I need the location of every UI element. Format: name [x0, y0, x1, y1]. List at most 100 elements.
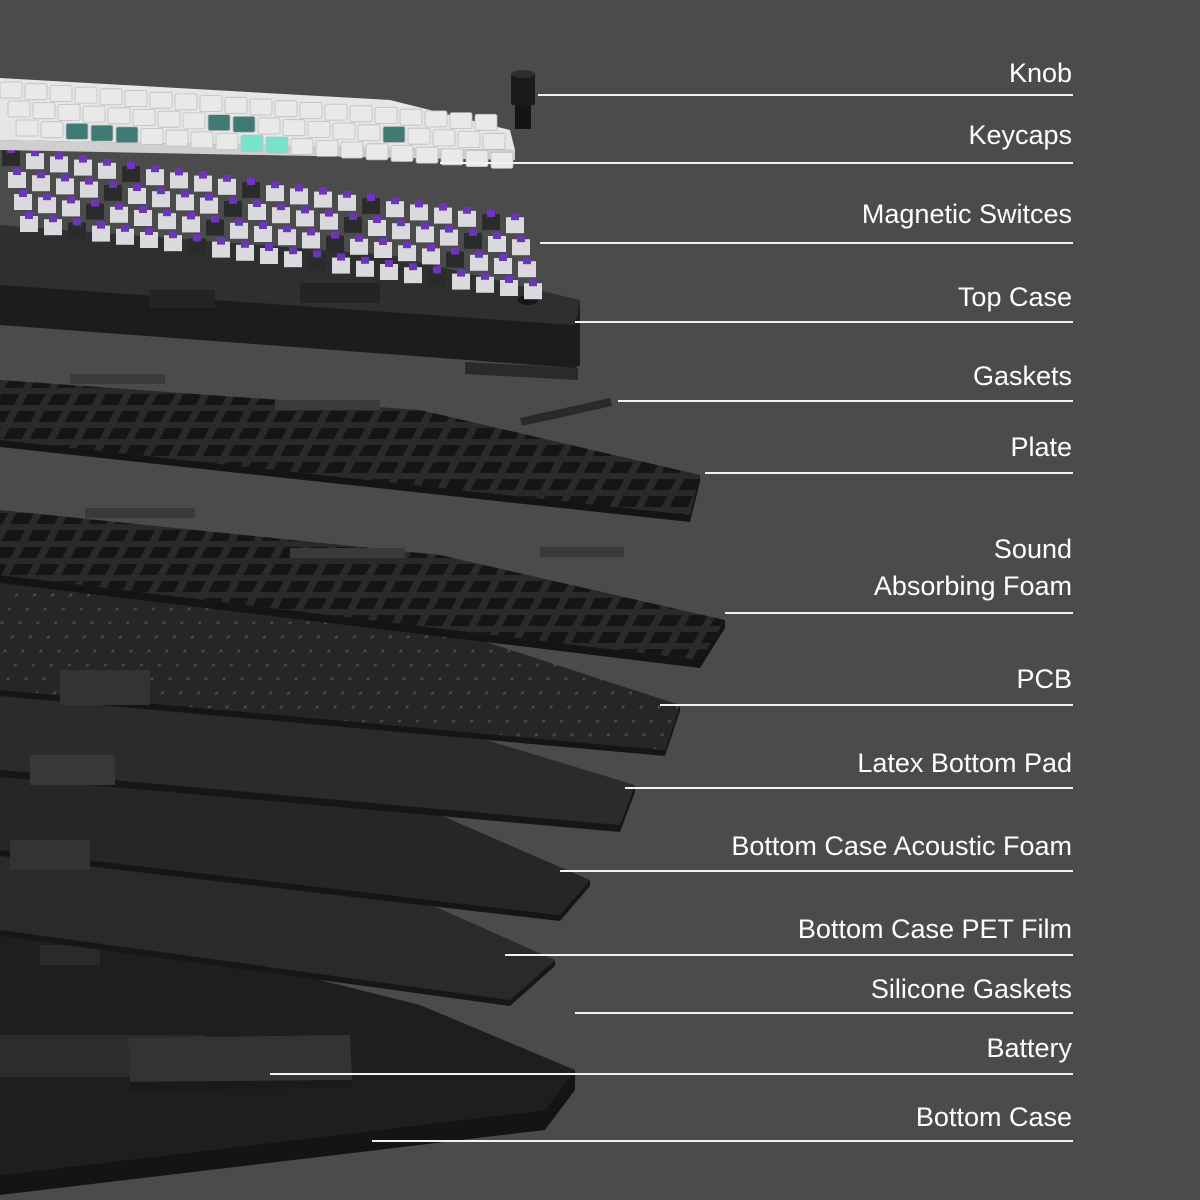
pet-film-label: Bottom Case PET Film	[798, 910, 1072, 948]
battery-component	[128, 1035, 352, 1090]
switch-stem	[157, 187, 165, 194]
keycap	[158, 111, 180, 127]
keycap	[300, 102, 322, 118]
keycap	[58, 104, 80, 120]
switch-stem	[445, 226, 453, 233]
switch-stem	[529, 279, 537, 286]
battery-leader-line	[270, 1073, 1073, 1075]
switch-stem	[187, 212, 195, 219]
keycaps-label: Keycaps	[968, 116, 1072, 154]
keycap	[208, 115, 230, 131]
keycap	[366, 144, 388, 160]
switch-stem	[349, 213, 357, 220]
keycap	[241, 135, 263, 151]
keycap	[150, 92, 172, 108]
switch-stem	[487, 210, 495, 217]
keycap	[333, 123, 355, 139]
switch-stem	[403, 241, 411, 248]
switch-stem	[211, 216, 219, 223]
keycap	[91, 125, 113, 141]
switch-stem	[409, 263, 417, 270]
keycap	[41, 122, 63, 138]
switch-stem	[373, 216, 381, 223]
switch-stem	[469, 229, 477, 236]
switch-stem	[67, 196, 75, 203]
acoustic-foam-label: Bottom Case Acoustic Foam	[731, 827, 1072, 865]
switch-stem	[73, 218, 81, 225]
keycap	[216, 134, 238, 150]
switch-stem	[307, 228, 315, 235]
switch-stem	[175, 168, 183, 175]
keycap	[491, 152, 513, 168]
keycap	[283, 120, 305, 136]
foam-label-line2: Absorbing Foam	[874, 567, 1072, 605]
switch-stem	[241, 241, 249, 248]
keycap	[400, 109, 422, 125]
keycap	[75, 87, 97, 103]
switch-stem	[25, 212, 33, 219]
switch-stem	[103, 159, 111, 166]
keycap	[483, 133, 505, 149]
keycap	[391, 146, 413, 162]
keycap	[83, 106, 105, 122]
switch-stem	[289, 247, 297, 254]
acoustic-foam-leader-line	[560, 870, 1073, 872]
keycap	[316, 140, 338, 156]
switch-stem	[343, 191, 351, 198]
knob-label: Knob	[1009, 54, 1072, 92]
switches-label: Magnetic Switces	[862, 195, 1072, 233]
switch-stem	[421, 222, 429, 229]
switch-stem	[337, 254, 345, 261]
switch-stem	[193, 234, 201, 241]
keycap	[475, 114, 497, 130]
switch-stem	[511, 213, 519, 220]
switch-stem	[139, 206, 147, 213]
keycap	[141, 129, 163, 145]
switch-stem	[199, 172, 207, 179]
keycap	[433, 130, 455, 146]
gaskets-parts	[465, 362, 612, 426]
switch-stem	[277, 203, 285, 210]
keycap	[125, 91, 147, 107]
keycap	[291, 139, 313, 155]
keycap	[225, 97, 247, 113]
switch-stem	[475, 251, 483, 258]
plate-label: Plate	[1010, 428, 1072, 466]
switch-stem	[361, 257, 369, 264]
pcb-label: PCB	[1016, 660, 1072, 698]
switch-stem	[493, 232, 501, 239]
keycap	[466, 151, 488, 167]
keycap	[233, 116, 255, 132]
switch-stem	[283, 225, 291, 232]
pcb-leader-line	[660, 704, 1073, 706]
switch-stem	[295, 184, 303, 191]
switch-stem	[223, 175, 231, 182]
switch-stem	[163, 209, 171, 216]
keycap	[358, 125, 380, 141]
plate-layer	[0, 374, 700, 522]
switch-stem	[145, 228, 153, 235]
switch-stem	[385, 260, 393, 267]
switch-stem	[427, 244, 435, 251]
keycap	[308, 121, 330, 137]
keycaps-leader-line	[440, 162, 1073, 164]
keycap	[325, 104, 347, 120]
switch-stem	[301, 206, 309, 213]
top-case-leader-line	[575, 321, 1073, 323]
switch-stem	[235, 219, 243, 226]
keycap	[350, 106, 372, 122]
switch-stem	[121, 225, 129, 232]
bottom-case-leader-line	[372, 1140, 1073, 1142]
switch-stem	[109, 181, 117, 188]
keycap	[100, 89, 122, 105]
switch-stem	[481, 273, 489, 280]
switch-stem	[433, 266, 441, 273]
keycap	[341, 142, 363, 158]
switch-stem	[217, 238, 225, 245]
switch-stem	[391, 197, 399, 204]
gaskets-leader-line	[618, 400, 1073, 402]
switch-stem	[325, 210, 333, 217]
keycap	[108, 108, 130, 124]
keycap	[258, 118, 280, 134]
keycap	[200, 96, 222, 112]
